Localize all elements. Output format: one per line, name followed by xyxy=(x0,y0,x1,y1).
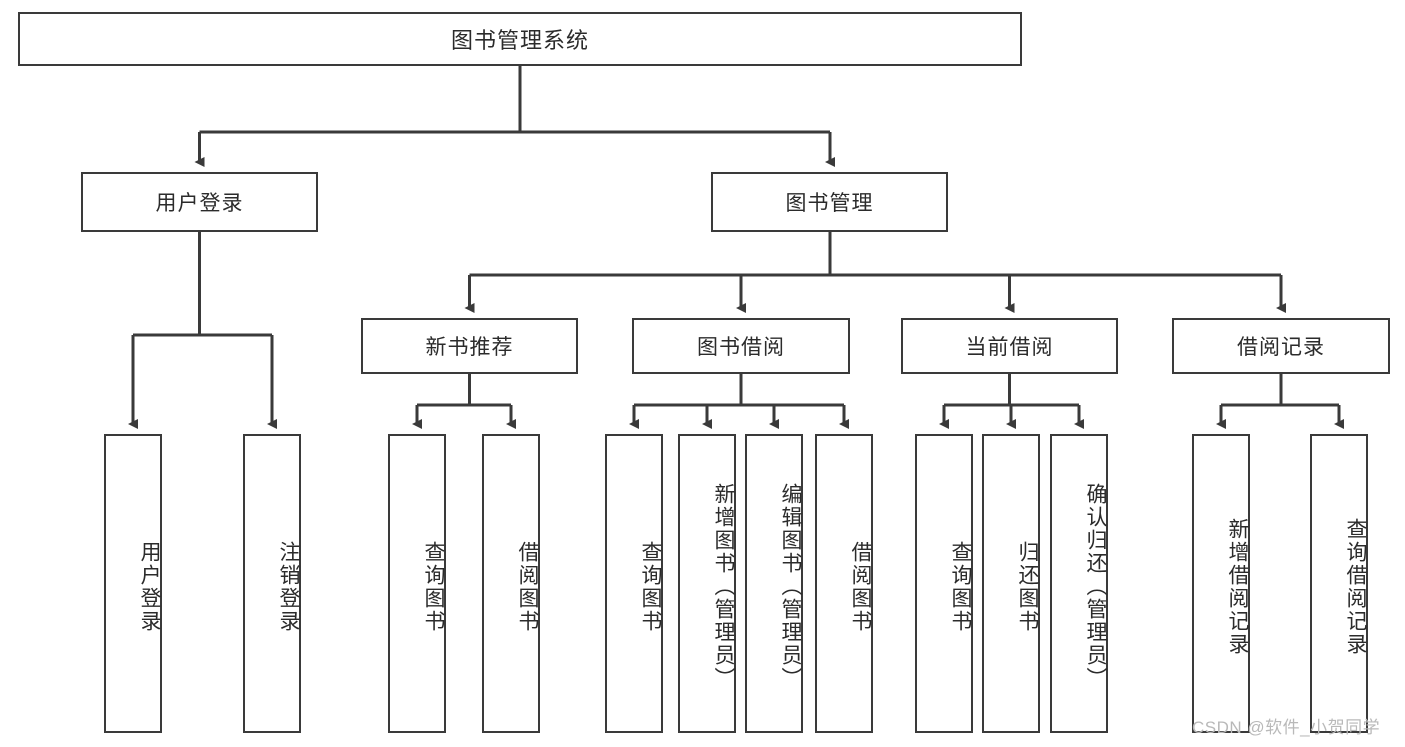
node-label: 注销登录 xyxy=(277,540,300,633)
node-book-manage[interactable]: 图书管理 xyxy=(711,172,948,232)
node-label: 编辑图书（管理员） xyxy=(779,483,802,690)
node-label: 新书推荐 xyxy=(425,336,514,359)
node-leaf-query-record[interactable]: 查询借阅记录 xyxy=(1310,434,1368,733)
watermark-text: CSDN @软件_小贺同学 xyxy=(1192,718,1381,737)
node-label: 图书管理系统 xyxy=(450,28,589,53)
node-leaf-borrow-book-1[interactable]: 借阅图书 xyxy=(482,434,540,733)
node-leaf-add-book[interactable]: 新增图书（管理员） xyxy=(678,434,736,733)
node-label: 借阅记录 xyxy=(1237,336,1325,359)
node-label: 查询图书 xyxy=(639,540,662,633)
node-leaf-borrow-book-2[interactable]: 借阅图书 xyxy=(815,434,873,733)
node-label: 查询借阅记录 xyxy=(1344,517,1367,656)
node-borrow-record[interactable]: 借阅记录 xyxy=(1172,318,1390,374)
node-leaf-query-book-3[interactable]: 查询图书 xyxy=(915,434,973,733)
node-label: 归还图书 xyxy=(1016,540,1039,633)
node-leaf-edit-book[interactable]: 编辑图书（管理员） xyxy=(745,434,803,733)
node-user-login[interactable]: 用户登录 xyxy=(81,172,318,232)
node-label: 图书管理 xyxy=(785,192,874,215)
node-label: 用户登录 xyxy=(138,540,161,633)
node-book-borrow[interactable]: 图书借阅 xyxy=(632,318,850,374)
node-leaf-return-book[interactable]: 归还图书 xyxy=(982,434,1040,733)
node-label: 图书借阅 xyxy=(697,336,785,359)
node-label: 确认归还（管理员） xyxy=(1084,483,1107,690)
node-label: 当前借阅 xyxy=(965,336,1054,359)
node-new-book-rec[interactable]: 新书推荐 xyxy=(361,318,578,374)
node-label: 借阅图书 xyxy=(849,540,872,633)
node-label: 查询图书 xyxy=(949,540,972,633)
node-label: 查询图书 xyxy=(422,540,445,633)
node-label: 用户登录 xyxy=(155,192,244,215)
node-leaf-confirm-return[interactable]: 确认归还（管理员） xyxy=(1050,434,1108,733)
node-label: 新增图书（管理员） xyxy=(712,483,735,690)
node-label: 借阅图书 xyxy=(516,540,539,633)
node-root-book-management-system[interactable]: 图书管理系统 xyxy=(18,12,1022,66)
node-leaf-logout[interactable]: 注销登录 xyxy=(243,434,301,733)
node-label: 新增借阅记录 xyxy=(1226,517,1249,656)
node-leaf-query-book-1[interactable]: 查询图书 xyxy=(388,434,446,733)
node-leaf-user-login[interactable]: 用户登录 xyxy=(104,434,162,733)
node-leaf-add-record[interactable]: 新增借阅记录 xyxy=(1192,434,1250,733)
node-leaf-query-book-2[interactable]: 查询图书 xyxy=(605,434,663,733)
node-current-borrow[interactable]: 当前借阅 xyxy=(901,318,1118,374)
